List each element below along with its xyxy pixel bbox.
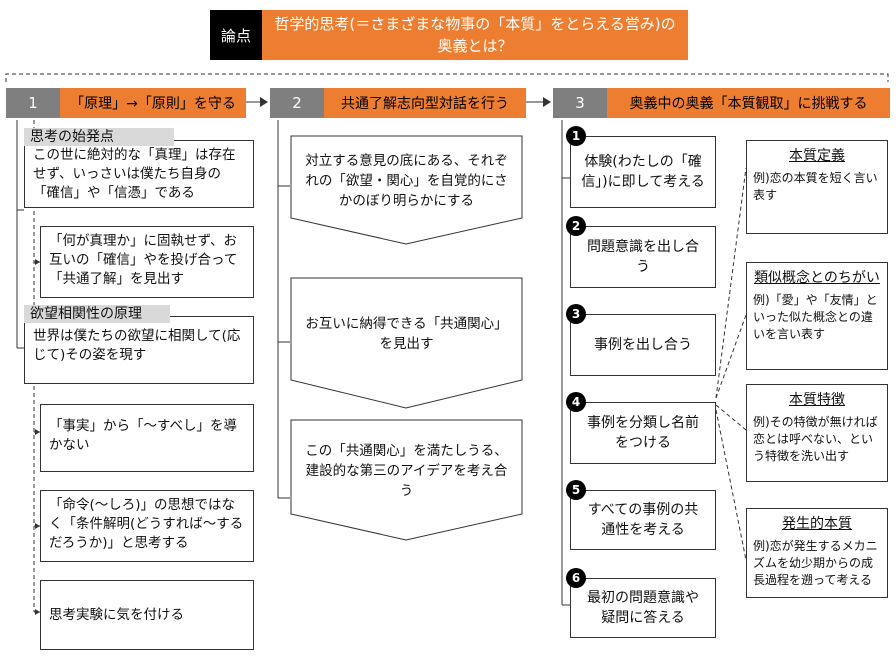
essence-step-2-text: 問題意識を出し合う xyxy=(587,239,699,275)
note-genetic-essence-body: 例)恋が発生するメカニズムを幼少期からの成長過程を遡って考える xyxy=(753,539,878,587)
note-essential-features-body: 例)その特徴が無ければ恋とは呼べない、という特徴を洗い出す xyxy=(753,415,878,463)
principle-box-1-text: この世に絶対的な「真理」は存在せず、いっさいは僕たち自身の「確信」や「信憑」であ… xyxy=(33,147,236,201)
dialogue-step-1-text: 対立する意見の底にある、それぞれの「欲望・関心」を自覚的にさかのぼり明らかにする xyxy=(305,153,508,209)
step-number-3-text: 3 xyxy=(571,307,581,321)
dialogue-step-2-text: お互いに納得できる「共通関心」を見出す xyxy=(305,316,508,352)
essence-step-5: すべての事例の共通性を考える xyxy=(570,490,716,550)
step-number-2: 2 xyxy=(566,216,586,236)
rule-box-1-text: 「何が真理か」に固執せず、お互いの「確信」やを投げ合って「共通了解」を見出す xyxy=(49,233,238,287)
note-similar-concepts-body: 例)「愛」や「友情」といった似た概念との違いを言い表す xyxy=(753,293,878,341)
note-essence-definition-body: 例)恋の本質を短く言い表す xyxy=(753,171,878,202)
principle-box-2-text: 世界は僕たちの欲望に相関して(応じて)その姿を現す xyxy=(33,328,241,363)
essence-step-4: 事例を分類し名前をつける xyxy=(570,402,716,464)
essence-step-1-text: 体験(わたしの「確信」)に即して考える xyxy=(581,154,705,190)
note-similar-concepts-title: 類似概念とのちがい xyxy=(754,270,880,286)
col3-heading: 奥義中の奥義「本質観取」に挑戦する xyxy=(607,88,890,118)
col3-number-text: 3 xyxy=(575,94,585,112)
rule-box-2: 「事実」から「～すべし」を導かない xyxy=(40,404,254,472)
rule-box-4-text: 思考実験に気を付ける xyxy=(49,606,184,623)
essence-step-3-text: 事例を出し合う xyxy=(594,337,692,353)
col1-number: 1 xyxy=(6,88,60,118)
step-number-2-text: 2 xyxy=(571,219,581,233)
col1-heading: 「原理」→「原則」を守る xyxy=(60,88,246,118)
essence-step-6-text: 最初の問題意識や疑問に答える xyxy=(587,590,699,626)
step-number-1-text: 1 xyxy=(571,129,581,143)
col2-number-text: 2 xyxy=(292,94,302,112)
step-number-3: 3 xyxy=(566,304,586,324)
essence-step-3: 事例を出し合う xyxy=(570,314,716,376)
step-number-4: 4 xyxy=(566,392,586,412)
step-number-4-text: 4 xyxy=(571,395,581,409)
issue-tag: 論点 xyxy=(210,10,262,60)
rule-box-4: 思考実験に気を付ける xyxy=(40,580,254,650)
step-number-6-text: 6 xyxy=(571,571,581,585)
note-essence-definition-title: 本質定義 xyxy=(789,148,845,164)
dialogue-step-2: お互いに納得できる「共通関心」を見出す xyxy=(291,278,522,408)
note-similar-concepts: 類似概念とのちがい 例)「愛」や「友情」といった似た概念との違いを言い表す xyxy=(746,262,888,370)
col2-heading: 共通了解志向型対話を行う xyxy=(324,88,526,118)
col3-number: 3 xyxy=(553,88,607,118)
principle-box-2: 世界は僕たちの欲望に相関して(応じて)その姿を現す xyxy=(24,316,254,384)
step-number-5: 5 xyxy=(566,480,586,500)
note-essential-features-title: 本質特徴 xyxy=(789,392,845,408)
essence-step-5-text: すべての事例の共通性を考える xyxy=(587,502,699,538)
essence-step-6: 最初の問題意識や疑問に答える xyxy=(570,578,716,638)
rule-box-3: 「命令(～しろ)」の思想ではなく「条件解明(どうすれば～するだろうか)」と思考す… xyxy=(40,490,254,562)
issue-tag-label: 論点 xyxy=(220,26,251,45)
col2-number: 2 xyxy=(270,88,324,118)
dialogue-step-1: 対立する意見の底にある、それぞれの「欲望・関心」を自覚的にさかのぼり明らかにする xyxy=(291,136,522,244)
col1-number-text: 1 xyxy=(28,94,38,112)
step-number-6: 6 xyxy=(566,568,586,588)
principle-label-2: 欲望相関性の原理 xyxy=(24,305,170,323)
page-title: 哲学的思考(＝さまざまな物事の「本質」をとらえる営み)の奥義とは？ xyxy=(262,10,688,60)
principle-box-1: この世に絶対的な「真理」は存在せず、いっさいは僕たち自身の「確信」や「信憑」であ… xyxy=(24,140,254,208)
note-essence-definition: 本質定義 例)恋の本質を短く言い表す xyxy=(746,140,888,234)
note-genetic-essence: 発生的本質 例)恋が発生するメカニズムを幼少期からの成長過程を遡って考える xyxy=(746,508,888,598)
essence-step-4-text: 事例を分類し名前をつける xyxy=(587,415,699,451)
col3-heading-text: 奥義中の奥義「本質観取」に挑戦する xyxy=(629,96,868,112)
rule-box-2-text: 「事実」から「～すべし」を導かない xyxy=(49,418,238,453)
dialogue-step-3: この「共通関心」を満たしうる、建設的な第三のアイデアを考え合う xyxy=(291,420,522,540)
dialogue-step-3-text: この「共通関心」を満たしうる、建設的な第三のアイデアを考え合う xyxy=(305,443,508,499)
principle-label-2-text: 欲望相関性の原理 xyxy=(30,306,142,322)
essence-step-1: 体験(わたしの「確信」)に即して考える xyxy=(570,136,716,208)
note-genetic-essence-title: 発生的本質 xyxy=(782,516,852,532)
page-title-text: 哲学的思考(＝さまざまな物事の「本質」をとらえる営み)の奥義とは？ xyxy=(274,15,676,55)
note-essential-features: 本質特徴 例)その特徴が無ければ恋とは呼べない、という特徴を洗い出す xyxy=(746,384,888,482)
col2-heading-text: 共通了解志向型対話を行う xyxy=(341,96,509,112)
col1-heading-text: 「原理」→「原則」を守る xyxy=(70,96,236,112)
principle-label-1-text: 思考の始発点 xyxy=(30,129,114,145)
principle-label-1: 思考の始発点 xyxy=(24,128,174,146)
rule-box-3-text: 「命令(～しろ)」の思想ではなく「条件解明(どうすれば～するだろうか)」と思考す… xyxy=(49,497,244,551)
rule-box-1: 「何が真理か」に固執せず、お互いの「確信」やを投げ合って「共通了解」を見出す xyxy=(40,226,254,298)
step-number-1: 1 xyxy=(566,126,586,146)
step-number-5-text: 5 xyxy=(571,483,581,497)
essence-step-2: 問題意識を出し合う xyxy=(570,226,716,288)
